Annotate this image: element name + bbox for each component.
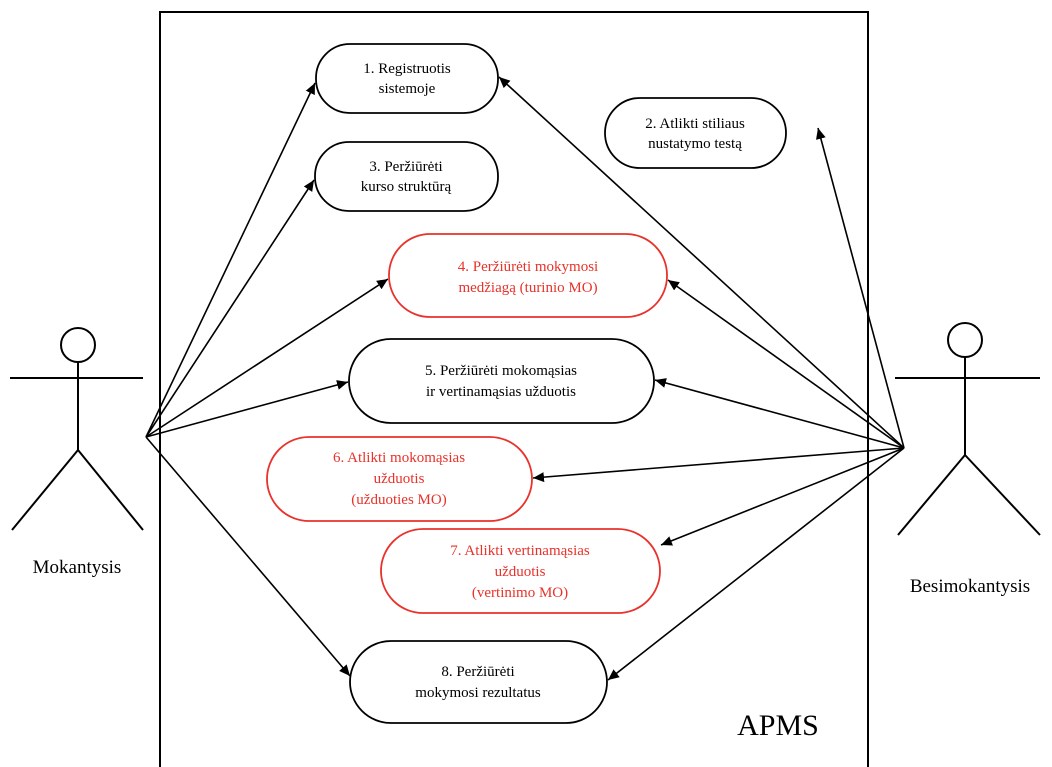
actor-label-mokantysis: Mokantysis xyxy=(33,557,122,578)
use-case-8-mokymosi-rezultatai: 8. Peržiūrėti mokymosi rezultatus xyxy=(349,640,608,724)
use-case-shape xyxy=(348,338,655,424)
actor-mokantysis xyxy=(10,327,144,531)
use-case-label: 7. Atlikti vertinamąsias xyxy=(450,543,590,559)
association-arrow-left-uc4 xyxy=(145,278,389,438)
association-arrow-left-uc5 xyxy=(145,380,349,438)
association-arrow-right-uc5 xyxy=(654,378,905,449)
use-case-6-mokomosios-uzduotys: 6. Atlikti mokomąsias užduotis (užduotie… xyxy=(266,436,533,522)
use-case-shape xyxy=(314,141,499,212)
use-case-label: kurso struktūrą xyxy=(361,179,452,195)
use-case-shape xyxy=(604,97,787,169)
use-case-label: ir vertinamąsias užduotis xyxy=(426,384,576,400)
use-case-label: užduotis xyxy=(495,564,546,580)
association-arrow-right-uc8 xyxy=(607,447,905,681)
use-case-2-stiliaus-testas: 2. Atlikti stiliaus nustatymo testą xyxy=(604,97,787,169)
use-case-label: (vertinimo MO) xyxy=(472,585,568,601)
use-case-label: 1. Registruotis xyxy=(363,61,451,77)
use-case-shape xyxy=(315,43,499,114)
use-case-shape xyxy=(266,436,533,522)
association-arrow-right-uc1 xyxy=(498,76,905,449)
use-case-7-vertinamosios-uzduotys: 7. Atlikti vertinamąsias užduotis (verti… xyxy=(380,528,661,614)
system-label: APMS xyxy=(737,709,819,742)
use-case-label: užduotis xyxy=(374,471,425,487)
association-arrow-right-uc4 xyxy=(667,279,905,449)
use-case-1-registruotis: 1. Registruotis sistemoje xyxy=(315,43,499,114)
use-case-label: 6. Atlikti mokomąsias xyxy=(333,450,465,466)
use-case-label: 3. Peržiūrėti xyxy=(369,159,442,175)
use-case-3-kurso-struktura: 3. Peržiūrėti kurso struktūrą xyxy=(314,141,499,212)
association-arrow-left-uc3 xyxy=(145,179,315,438)
actor-label-besimokantysis: Besimokantysis xyxy=(910,576,1030,597)
actor-leg-left xyxy=(897,454,966,536)
use-case-label: 4. Peržiūrėti mokymosi xyxy=(458,259,598,275)
associations xyxy=(145,76,905,681)
system-boundary xyxy=(159,11,869,767)
use-case-label: medžiagą (turinio MO) xyxy=(458,280,597,296)
use-case-5-uzduotys: 5. Peržiūrėti mokomąsias ir vertinamąsia… xyxy=(348,338,655,424)
use-case-label: mokymosi rezultatus xyxy=(415,685,541,701)
use-case-label: 5. Peržiūrėti mokomąsias xyxy=(425,363,577,379)
use-case-label: 2. Atlikti stiliaus xyxy=(645,116,745,132)
use-case-shape xyxy=(380,528,661,614)
actor-head xyxy=(947,322,983,358)
association-arrow-right-uc6 xyxy=(532,447,905,483)
use-case-4-mokymosi-medziaga: 4. Peržiūrėti mokymosi medžiagą (turinio… xyxy=(388,233,668,318)
actor-head xyxy=(60,327,96,363)
association-arrow-left-uc1 xyxy=(145,82,316,438)
actor-leg-left xyxy=(11,449,79,531)
actor-leg-right xyxy=(77,449,144,531)
association-arrow-right-uc2 xyxy=(816,127,905,449)
use-case-shape xyxy=(388,233,668,318)
actor-besimokantysis xyxy=(895,322,1041,536)
actor-leg-right xyxy=(964,454,1041,536)
use-case-label: nustatymo testą xyxy=(648,136,742,152)
association-arrow-left-uc8 xyxy=(145,436,351,677)
use-case-label: 8. Peržiūrėti xyxy=(441,664,514,680)
use-case-label: (užduoties MO) xyxy=(351,492,446,508)
use-case-label: sistemoje xyxy=(379,81,436,97)
association-arrow-right-uc7 xyxy=(660,447,905,546)
use-case-shape xyxy=(349,640,608,724)
